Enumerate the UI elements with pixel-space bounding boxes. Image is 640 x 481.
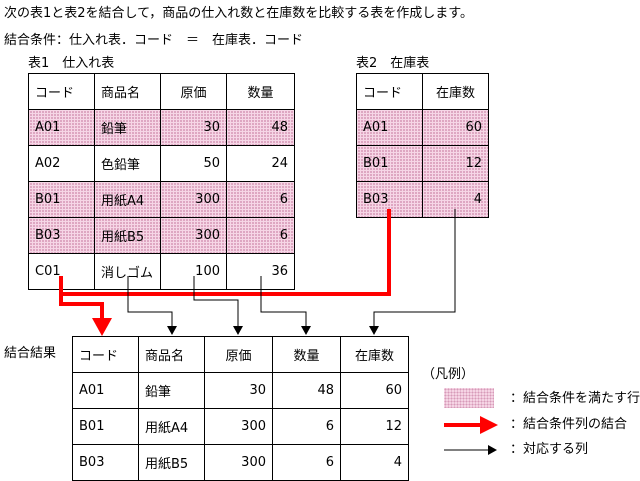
column-header: コード <box>28 73 95 110</box>
column-arrow-quantity <box>260 276 311 335</box>
cell-quantity: 48 <box>226 109 295 146</box>
legend-hatch-swatch <box>444 388 494 408</box>
table1-caption: 表1 仕入れ表 <box>28 56 115 71</box>
table-row: A02 色鉛筆 50 24 <box>28 145 295 182</box>
column-header: 商品名 <box>94 73 161 110</box>
table-row: B01 用紙A4 300 6 12 <box>72 408 409 445</box>
cell-stock: 60 <box>422 109 489 146</box>
table-row: C01 消しゴム 100 36 <box>28 253 295 290</box>
intro-text: 次の表1と表2を結合して，商品の仕入れ数と在庫数を比較する表を作成します。 <box>4 6 473 21</box>
cell-code: B01 <box>356 145 423 182</box>
column-header: 数量 <box>226 73 295 110</box>
cell-code: B01 <box>28 181 95 218</box>
cell-cost: 30 <box>204 372 273 409</box>
column-header: 数量 <box>272 336 341 373</box>
table2-caption: 表2 在庫表 <box>356 56 430 71</box>
stock-table: コード 在庫数 A01 60 B01 12 B03 4 <box>356 73 489 218</box>
column-arrow-cost <box>193 276 243 335</box>
cell-product: 鉛筆 <box>94 109 161 146</box>
table-row: A01 鉛筆 30 48 60 <box>72 372 409 409</box>
cell-cost: 50 <box>160 145 227 182</box>
column-arrow-product <box>127 276 177 335</box>
legend-red-arrow-head <box>480 416 498 434</box>
column-arrow-stock <box>369 209 456 335</box>
join-arrow-head <box>92 318 112 336</box>
legend-label-column: ：対応する列 <box>510 442 589 457</box>
cell-code: A01 <box>72 372 139 409</box>
cell-code: B03 <box>28 217 95 254</box>
cell-cost: 300 <box>160 181 227 218</box>
cell-quantity: 6 <box>226 217 295 254</box>
join-arrow-line <box>59 209 391 296</box>
table-header-row: コード 商品名 原価 数量 <box>28 73 295 110</box>
cell-stock: 12 <box>422 145 489 182</box>
cell-cost: 300 <box>204 408 273 445</box>
column-header: 商品名 <box>138 336 205 373</box>
column-header: コード <box>356 73 423 110</box>
column-header: 原価 <box>160 73 227 110</box>
purchase-table: コード 商品名 原価 数量 A01 鉛筆 30 48 A02 色鉛筆 50 24… <box>28 73 295 290</box>
legend-title: （凡例） <box>422 367 475 382</box>
result-caption: 結合結果 <box>4 346 57 361</box>
legend-label-hatch: ：結合条件を満たす行 <box>510 391 640 406</box>
cell-product: 鉛筆 <box>138 372 205 409</box>
table-row: A01 60 <box>356 109 489 146</box>
table-row: B01 12 <box>356 145 489 182</box>
legend-label-join: ：結合条件列の結合 <box>510 417 628 432</box>
table-row: A01 鉛筆 30 48 <box>28 109 295 146</box>
table-header-row: コード 商品名 原価 数量 在庫数 <box>72 336 409 373</box>
cell-cost: 30 <box>160 109 227 146</box>
join-condition: 結合条件：仕入れ表．コード ＝ 在庫表．コード <box>4 33 304 48</box>
cell-product: 用紙B5 <box>94 217 161 254</box>
cell-code: A01 <box>356 109 423 146</box>
table-row: B03 用紙B5 300 6 <box>28 217 295 254</box>
cell-quantity: 6 <box>272 408 341 445</box>
table-header-row: コード 在庫数 <box>356 73 489 110</box>
cell-stock: 12 <box>340 408 409 445</box>
cell-product: 色鉛筆 <box>94 145 161 182</box>
cell-product: 用紙A4 <box>138 408 205 445</box>
cell-code: A02 <box>28 145 95 182</box>
cell-cost: 300 <box>160 217 227 254</box>
column-header: 在庫数 <box>340 336 409 373</box>
cell-code: C01 <box>28 253 95 290</box>
join-arrow-stem <box>59 294 104 322</box>
cell-quantity: 6 <box>226 181 295 218</box>
